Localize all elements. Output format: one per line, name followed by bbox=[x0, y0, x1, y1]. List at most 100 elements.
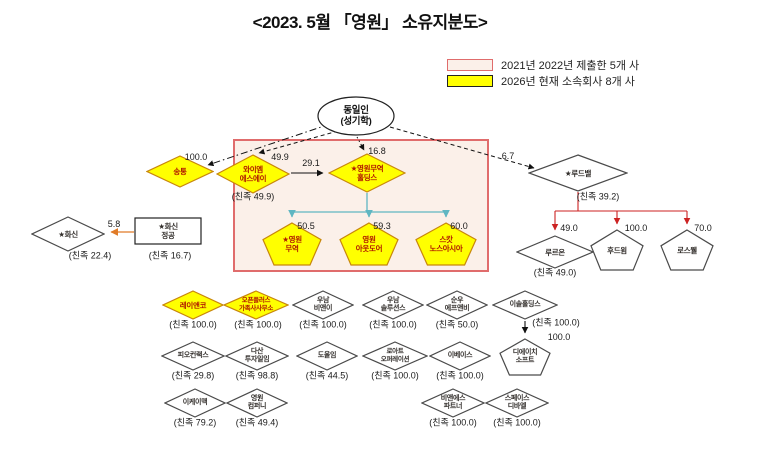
node-label: 이베이스 bbox=[447, 351, 473, 359]
node-caption-hwashin: (친족 22.4) bbox=[68, 250, 112, 261]
node-caption-unam-bni: (친족 100.0) bbox=[299, 319, 347, 330]
legend: 2021년 2022년 제출한 5개 사 2026년 현재 소속회사 8개 사 bbox=[447, 57, 639, 89]
edge-label-holdings-trade: 50.5 bbox=[297, 221, 315, 231]
node-label: 후드윔 bbox=[607, 245, 627, 255]
edge-label-owner-rudbael: 6.7 bbox=[501, 151, 515, 161]
legend-swatch-yellow bbox=[447, 75, 493, 87]
node-caption-doulim: (친족 44.5) bbox=[305, 370, 349, 381]
node-doulim: 도울임 bbox=[296, 341, 358, 371]
node-rureuon: 루르온 bbox=[516, 235, 594, 269]
node-caption-unam-solutions: (친족 100.0) bbox=[369, 319, 417, 330]
node-caption-isol-holdings: (친족 100.0) bbox=[532, 317, 580, 328]
node-caption-sunu-fnb: (친족 50.0) bbox=[435, 319, 479, 330]
legend-row-submitted: 2021년 2022년 제출한 5개 사 bbox=[447, 57, 639, 73]
node-ikeimek: 이케이맥 bbox=[164, 388, 226, 418]
node-label: 도울임 bbox=[317, 351, 337, 359]
legend-label-submitted: 2021년 2022년 제출한 5개 사 bbox=[501, 60, 640, 72]
edge-owner-rudbael bbox=[389, 126, 535, 170]
edge-label-owner-ymsa: 49.9 bbox=[271, 152, 289, 162]
node-hwashin: ★화신 bbox=[31, 216, 105, 252]
node-label: 피오컨랙스 bbox=[177, 351, 209, 359]
legend-row-current: 2026년 현재 소속회사 8개 사 bbox=[447, 73, 639, 89]
node-caption-ymsa: (친족 49.9) bbox=[231, 191, 275, 202]
edge-label-jeonggong-hwashin: 5.8 bbox=[107, 219, 121, 229]
node-hudeuwim: 후드윔 bbox=[590, 229, 644, 271]
node-caption-ibeis: (친족 100.0) bbox=[436, 370, 484, 381]
node-pioconraks: 피오컨랙스 bbox=[161, 341, 225, 371]
edge-label-owner-holdings: 16.8 bbox=[368, 146, 386, 156]
node-caption-openplus-office: (친족 100.0) bbox=[234, 319, 282, 330]
edge-label-rudbael-hudeuwim: 100.0 bbox=[624, 223, 648, 233]
edge-owner-holdings bbox=[356, 136, 365, 151]
node-caption-youngone-company: (친족 49.4) bbox=[235, 417, 279, 428]
node-caption-rayenco: (친족 100.0) bbox=[169, 319, 217, 330]
node-roseuwel: 로스웰 bbox=[660, 229, 714, 271]
edge-label-ymsa-holdings: 29.1 bbox=[302, 158, 320, 168]
node-label: ★화신 bbox=[58, 229, 78, 239]
node-caption-hwashin-jeonggong: (친족 16.7) bbox=[148, 250, 192, 261]
node-caption-pioconraks: (친족 29.8) bbox=[171, 370, 215, 381]
node-label: 송통 bbox=[173, 166, 187, 176]
node-songtong: 송통 bbox=[146, 154, 214, 188]
node-caption-ikeimek: (친족 79.2) bbox=[173, 417, 217, 428]
node-caption-rudbael: (친족 39.2) bbox=[576, 191, 620, 202]
node-caption-space-dibael: (친족 100.0) bbox=[493, 417, 541, 428]
page-title: <2023. 5월 「영원」 소유지분도> bbox=[252, 13, 488, 32]
node-label: 로스웰 bbox=[677, 245, 697, 255]
edge-label-holdings-outdoor: 59.3 bbox=[373, 221, 391, 231]
node-owner: 동일인(성기학) bbox=[317, 96, 395, 136]
node-isol-holdings: 이솔홀딩스 bbox=[492, 290, 558, 320]
edge-label-rudbael-rureuon: 49.0 bbox=[560, 223, 578, 233]
node-label: 레이앤코 bbox=[179, 300, 207, 310]
node-label: ★루드밸 bbox=[564, 168, 592, 178]
legend-swatch-red-outline bbox=[447, 59, 493, 71]
node-label: 이솔홀딩스 bbox=[509, 300, 541, 308]
node-rudbael: ★루드밸 bbox=[528, 154, 628, 192]
node-label: 루르온 bbox=[545, 247, 565, 257]
node-caption-rureuon: (친족 49.0) bbox=[533, 267, 577, 278]
node-caption-dasan-tuja: (친족 98.8) bbox=[235, 370, 279, 381]
edge-label-holdings-scott: 60.0 bbox=[450, 221, 468, 231]
node-ibeis: 이베이스 bbox=[429, 341, 491, 371]
edge-label-rudbael-roseuwel: 70.0 bbox=[694, 223, 712, 233]
edge-rudbael-branch bbox=[555, 192, 687, 212]
edge-owner-songtong bbox=[207, 123, 331, 167]
edge-label-owner-songtong: 100.0 bbox=[184, 152, 208, 162]
node-label: 동일인(성기학) bbox=[340, 104, 372, 127]
node-caption-bns-partner: (친족 100.0) bbox=[429, 417, 477, 428]
node-label: 이케이맥 bbox=[182, 398, 208, 406]
legend-label-current: 2026년 현재 소속회사 8개 사 bbox=[501, 76, 635, 88]
